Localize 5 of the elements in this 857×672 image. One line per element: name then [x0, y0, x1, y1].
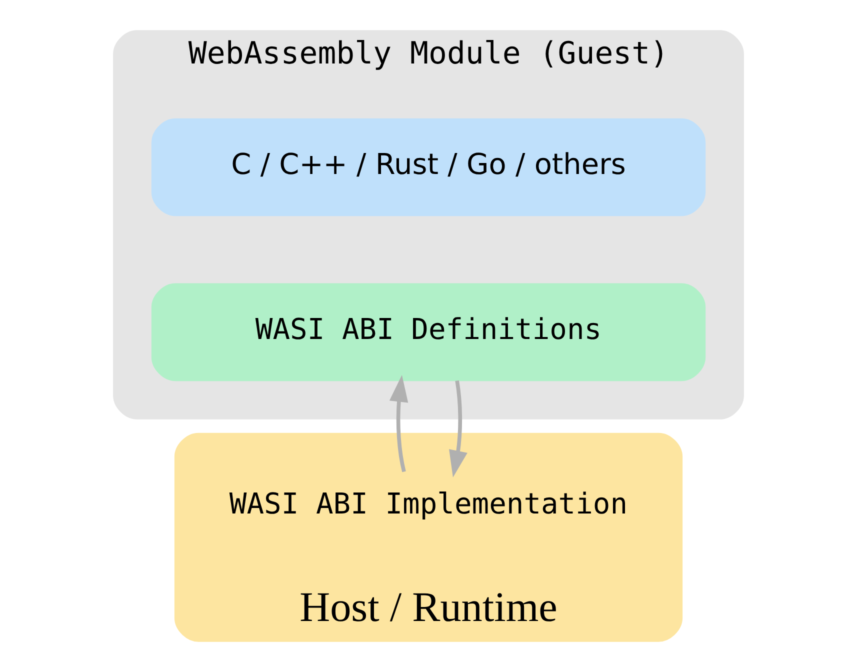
- node-box: C / C++ / Rust / Go / others: [151, 118, 706, 216]
- arrow: [389, 374, 408, 472]
- node-text: WASI ABI Implementation: [229, 486, 628, 520]
- arrow: [449, 380, 468, 478]
- node-box: WASI ABI Definitions: [151, 283, 706, 382]
